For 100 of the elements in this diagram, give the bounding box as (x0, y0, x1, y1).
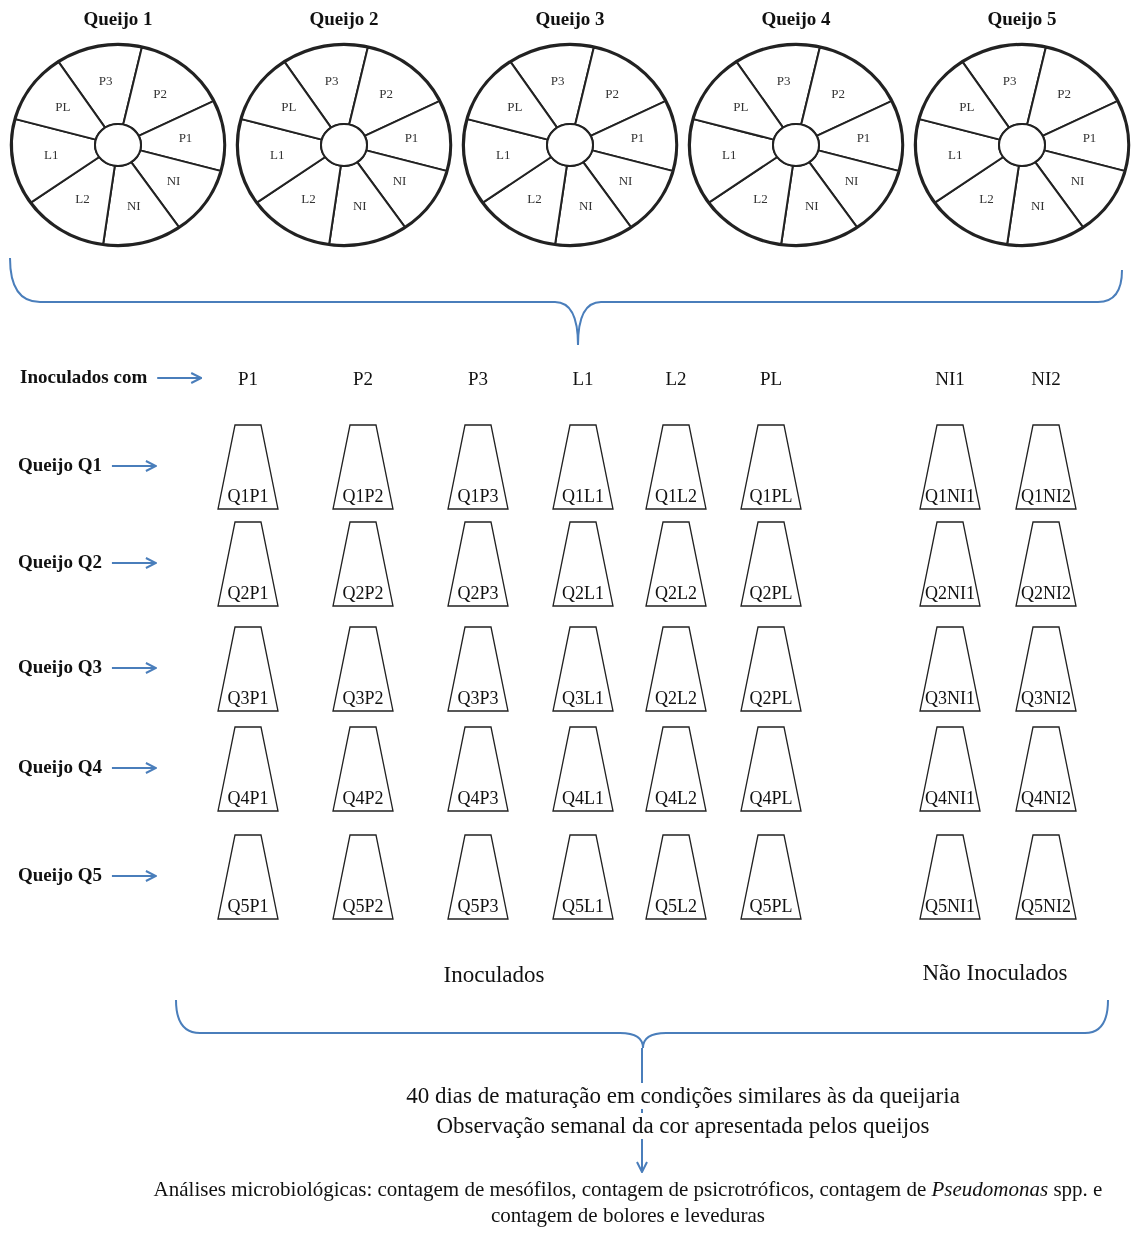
note-text: 40 dias de maturação em condições similares às da queijaria (406, 1083, 960, 1109)
sample-tube (552, 726, 614, 812)
note-text: Observação semanal da cor apresentada pelos queijos (436, 1113, 930, 1139)
wheel-sector (509, 44, 595, 129)
wheel-sector (815, 100, 903, 172)
wheel-sector (363, 100, 451, 172)
sample-tube (552, 834, 614, 920)
sector-label: L2 (979, 190, 994, 206)
group-caption: Não Inoculados (922, 960, 1068, 986)
sector-label: P2 (379, 85, 394, 101)
tube-label: Q5P1 (227, 896, 269, 917)
sector-label: P1 (856, 129, 871, 145)
sample-tube (645, 521, 707, 607)
tube-label: Q4P3 (457, 788, 499, 809)
tube-label: Q3L1 (562, 688, 604, 709)
wheel-sector (1041, 100, 1129, 172)
sector-label: P3 (324, 73, 339, 89)
tube-label: Q4P1 (227, 788, 269, 809)
sector-label: PL (55, 98, 71, 114)
sector-label: NI (352, 198, 367, 214)
sample-tube (645, 626, 707, 712)
tube-label: Q2L2 (655, 583, 697, 604)
sample-tube (740, 834, 802, 920)
sector-label: PL (507, 98, 523, 114)
arrow (110, 662, 157, 674)
sector-label: P3 (98, 73, 113, 89)
wheel-sector (735, 44, 821, 129)
column-header: L1 (572, 368, 594, 390)
tube-label: Q5P2 (342, 896, 384, 917)
tube-label: Q1P2 (342, 486, 384, 507)
sample-tube (740, 726, 802, 812)
tube-label: Q1L2 (655, 486, 697, 507)
row-label: Queijo Q5 (18, 864, 102, 886)
tube-label: Q3NI2 (1021, 688, 1071, 709)
sample-tube (645, 424, 707, 510)
group-caption: Inoculados (443, 962, 545, 988)
sector-label: P2 (1057, 85, 1072, 101)
sample-tube (919, 726, 981, 812)
column-header: P3 (467, 368, 489, 390)
wheel-sector (57, 44, 143, 129)
tube-label: Q2NI2 (1021, 583, 1071, 604)
sector-label: NI (844, 172, 859, 188)
column-header: PL (759, 368, 783, 390)
tube-label: Q4NI2 (1021, 788, 1071, 809)
tube-label: Q2L1 (562, 583, 604, 604)
arrow (110, 557, 157, 569)
column-header: L2 (665, 368, 687, 390)
sector-label: L2 (753, 190, 768, 206)
sector-label: P1 (630, 129, 645, 145)
sector-label: PL (281, 98, 297, 114)
wheel-sector (11, 118, 101, 204)
sector-label: L2 (527, 190, 542, 206)
tube-label: Q4L2 (655, 788, 697, 809)
sample-tube (447, 626, 509, 712)
sample-tube (645, 834, 707, 920)
tube-label: Q2P2 (342, 583, 384, 604)
sample-tube (645, 726, 707, 812)
sample-tube (332, 834, 394, 920)
sample-tube (1015, 834, 1077, 920)
arrow (110, 870, 157, 882)
row-label: Queijo Q1 (18, 454, 102, 476)
tube-label: Q2P1 (227, 583, 269, 604)
tube-label: Q5NI1 (925, 896, 975, 917)
tube-label: Q2PL (749, 583, 793, 604)
sample-tube (217, 424, 279, 510)
wheel-sector (689, 118, 779, 204)
arrow (110, 762, 157, 774)
sample-tube (1015, 521, 1077, 607)
tube-label: Q1L1 (562, 486, 604, 507)
tube-label: Q5NI2 (1021, 896, 1071, 917)
tube-label: Q2NI1 (925, 583, 975, 604)
wheel-sector (237, 118, 327, 204)
wheel-sector (328, 161, 406, 246)
sector-label: L2 (301, 190, 316, 206)
sector-label: L1 (43, 147, 59, 163)
sector-label: P2 (831, 85, 846, 101)
wheel-title: Queijo 3 (535, 8, 605, 30)
wheel-title: Queijo 1 (83, 8, 153, 30)
sector-label: NI (166, 172, 181, 188)
sector-label: L2 (75, 190, 90, 206)
arrow (156, 372, 203, 384)
sample-tube (447, 424, 509, 510)
tube-label: Q1NI2 (1021, 486, 1071, 507)
wheel-sector (589, 100, 677, 172)
arrow (110, 460, 157, 472)
sample-tube (919, 626, 981, 712)
sector-label: P1 (404, 129, 419, 145)
wheel-sector (463, 118, 553, 204)
wheel-sector (283, 44, 369, 129)
wheel-sector (102, 161, 180, 246)
sample-tube (740, 626, 802, 712)
sample-tube (447, 521, 509, 607)
sector-label: P3 (550, 73, 565, 89)
sector-label: PL (733, 98, 749, 114)
sector-label: NI (392, 172, 407, 188)
row-label: Queijo Q3 (18, 656, 102, 678)
sample-tube (919, 424, 981, 510)
tube-label: Q3P2 (342, 688, 384, 709)
tube-label: Q3P1 (227, 688, 269, 709)
tube-label: Q4NI1 (925, 788, 975, 809)
